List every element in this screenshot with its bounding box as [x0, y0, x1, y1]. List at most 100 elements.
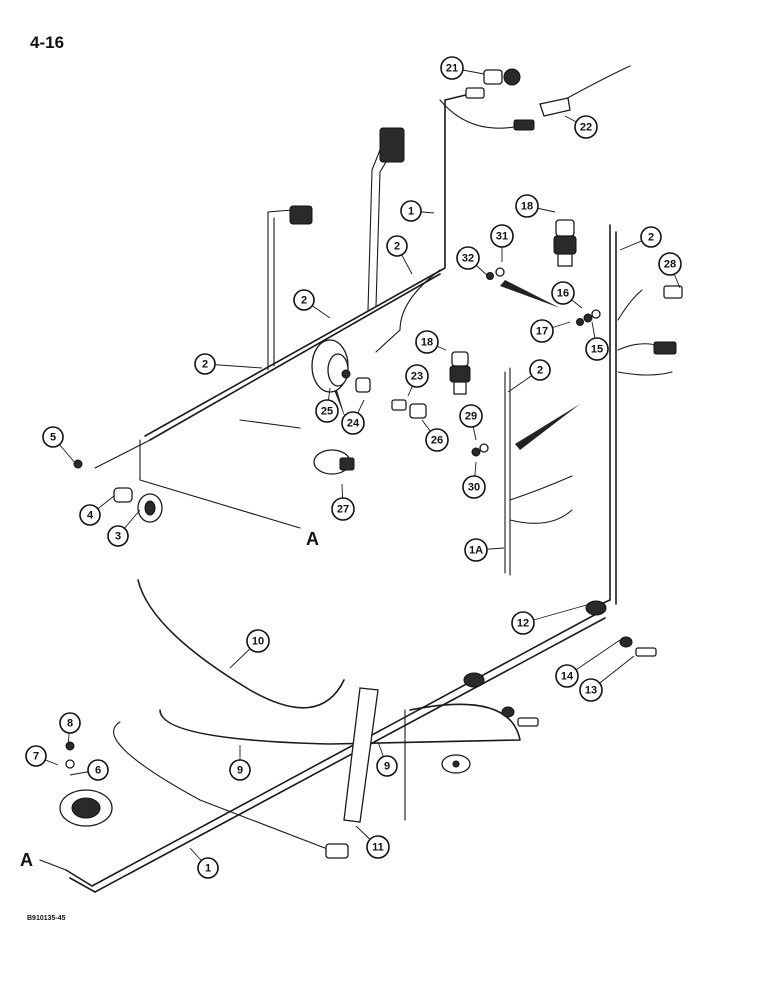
harness-connectors-top [289, 127, 405, 225]
callout-label: 2 [394, 241, 400, 253]
nut-32 [486, 272, 494, 280]
connector-plug-lower [59, 741, 113, 827]
callout-circle [530, 319, 554, 343]
callout-circle [658, 252, 682, 276]
callout-c2c: 2 [194, 353, 216, 375]
callout-label: 2 [301, 295, 307, 307]
callout-c4: 4 [79, 504, 101, 526]
callout-label: 11 [372, 842, 384, 854]
page-number: 4-16 [30, 33, 65, 52]
callout-label: 14 [561, 671, 574, 683]
switch-18-upper [553, 219, 577, 267]
callout-label: 3 [115, 531, 121, 543]
callout-c27: 27 [331, 497, 355, 521]
callout-circle [331, 497, 355, 521]
callout-circle [555, 664, 579, 688]
callout-c2d: 2 [640, 226, 662, 248]
callout-circle [464, 538, 488, 562]
callout-c7: 7 [25, 745, 47, 767]
callout-label: 1 [205, 863, 211, 875]
callout-c26: 26 [425, 428, 449, 452]
callout-circle [87, 759, 109, 781]
callout-c14: 14 [555, 664, 579, 688]
callout-c23: 23 [405, 364, 429, 388]
callout-circle [425, 428, 449, 452]
callout-label: 5 [50, 432, 56, 444]
callout-label: 23 [411, 371, 423, 383]
callout-label: 1A [469, 545, 483, 557]
callout-circle [640, 226, 662, 248]
callout-c11: 11 [366, 835, 390, 859]
callout-label: 17 [536, 326, 548, 338]
callout-label: 28 [664, 259, 676, 271]
callout-circle [79, 504, 101, 526]
adapter-24 [355, 377, 371, 393]
harness-wires [39, 65, 673, 893]
callout-c9b: 9 [376, 755, 398, 777]
callout-c18b: 18 [415, 330, 439, 354]
callout-c29: 29 [459, 404, 483, 428]
callout-circle [194, 353, 216, 375]
switch-18-lower [449, 351, 471, 395]
callout-c2a: 2 [386, 235, 408, 257]
washer-15 [591, 309, 601, 319]
callout-label: 25 [321, 406, 333, 418]
callout-c9a: 9 [229, 759, 251, 781]
callout-label: 32 [462, 253, 474, 265]
callout-c2b: 2 [293, 289, 315, 311]
callout-label: 26 [431, 435, 443, 447]
connector-end-bottom [325, 843, 349, 859]
callout-circle [376, 755, 398, 777]
callout-label: 18 [521, 201, 533, 213]
callout-label: 2 [537, 365, 543, 377]
washers-14 [501, 636, 633, 718]
bolts-13 [517, 647, 657, 727]
components [59, 68, 683, 859]
callout-c3: 3 [107, 525, 129, 547]
callout-c1a: 1 [400, 200, 422, 222]
callout-label: 2 [648, 232, 654, 244]
callout-label: 8 [67, 718, 73, 730]
callout-circle [511, 611, 535, 635]
callout-label: 6 [95, 765, 101, 777]
callout-circle [59, 712, 81, 734]
callout-label: 10 [252, 636, 264, 648]
callout-label: 21 [446, 63, 458, 75]
callout-circle [551, 281, 575, 305]
callout-c15: 15 [585, 337, 609, 361]
callout-circle [386, 235, 408, 257]
callout-c28: 28 [658, 252, 682, 276]
callout-c18a: 18 [515, 194, 539, 218]
callout-circle [574, 115, 598, 139]
callout-circle [415, 330, 439, 354]
callout-c13: 13 [579, 678, 603, 702]
callout-label: 7 [33, 751, 39, 763]
sender-21 [465, 68, 521, 99]
callout-label: 2 [202, 359, 208, 371]
callout-c12: 12 [511, 611, 535, 635]
callout-c17: 17 [530, 319, 554, 343]
callout-circle [579, 678, 603, 702]
callout-c8: 8 [59, 712, 81, 734]
callout-c24: 24 [341, 411, 365, 435]
callout-c6: 6 [87, 759, 109, 781]
callout-circle [366, 835, 390, 859]
nut-30 [471, 447, 481, 457]
clamps-12 [463, 600, 607, 688]
callout-circle [246, 629, 270, 653]
callout-c25: 25 [315, 399, 339, 423]
sender-27 [313, 449, 355, 475]
fittings-23-26 [391, 399, 427, 419]
callout-c10: 10 [246, 629, 270, 653]
callout-c21: 21 [440, 56, 464, 80]
gauge-25 [311, 339, 351, 393]
bulb-4 [113, 487, 133, 503]
callout-circle [400, 200, 422, 222]
connector-22 [513, 97, 571, 131]
callout-label: 1 [408, 206, 414, 218]
callout-c16: 16 [551, 281, 575, 305]
callout-circle [25, 745, 47, 767]
callout-label: 22 [580, 122, 592, 134]
callout-label: 30 [468, 482, 480, 494]
callout-label: 16 [557, 288, 569, 300]
